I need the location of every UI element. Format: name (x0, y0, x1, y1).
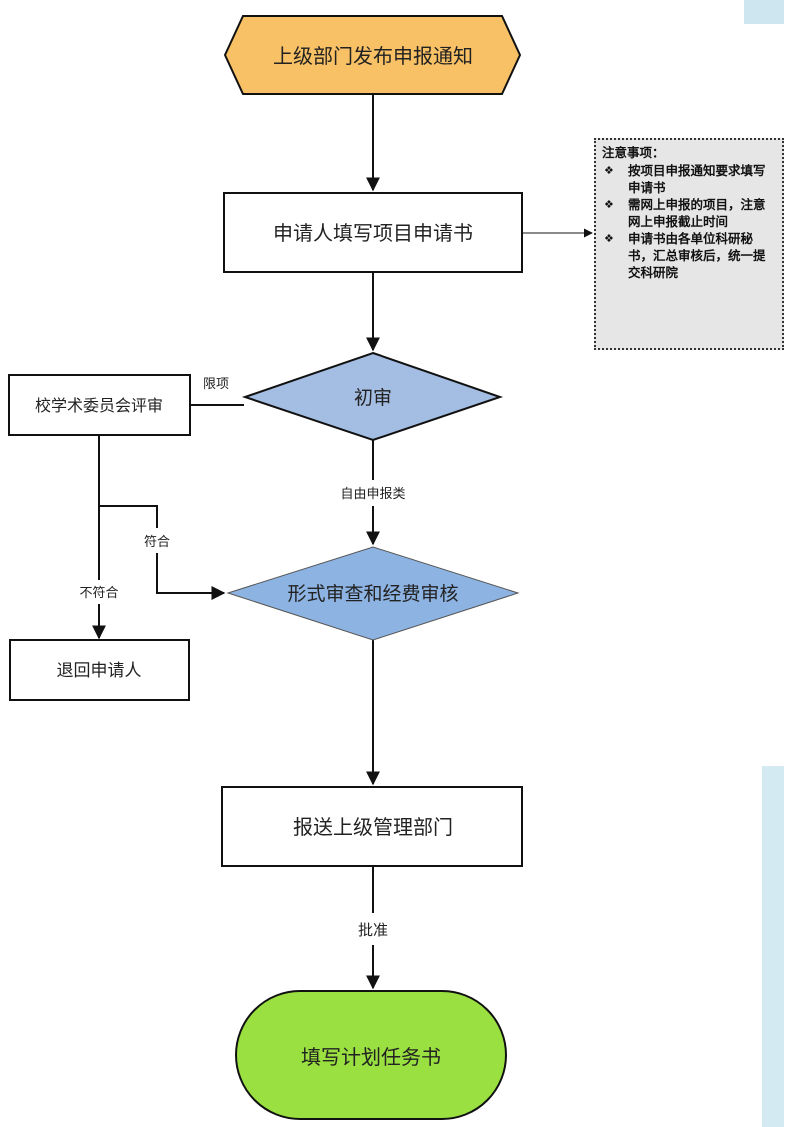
notes-item: ❖ 申请书由各单位科研秘书，汇总审核后，统一提交科研院 (602, 230, 776, 281)
node-end[interactable]: 填写计划任务书 (235, 990, 507, 1120)
notes-item: ❖ 需网上申报的项目，注意网上申报截止时间 (602, 196, 776, 230)
node-committee-review-label: 校学术委员会评审 (35, 396, 163, 415)
edge-compliant-a (99, 505, 158, 528)
node-return-applicant-label: 退回申请人 (57, 661, 142, 681)
edge-compliant-b (156, 553, 226, 600)
node-submit-superior-label: 报送上级管理部门 (293, 815, 453, 839)
node-start-label: 上级部门发布申报通知 (273, 44, 473, 68)
notes-item-text: 需网上申报的项目，注意网上申报截止时间 (628, 197, 766, 229)
node-end-shape (235, 990, 507, 1120)
node-fill-application-shape (223, 192, 523, 273)
decorative-bar-side (762, 766, 784, 1127)
notes-item-text: 按项目申报通知要求填写申请书 (628, 163, 766, 195)
edge-label-compliant: 符合 (144, 534, 170, 550)
node-return-applicant[interactable]: 退回申请人 (9, 639, 190, 701)
diamond-bullet-icon: ❖ (604, 232, 614, 245)
node-committee-review[interactable]: 校学术委员会评审 (8, 374, 191, 436)
node-preliminary-review[interactable]: 初审 (241, 351, 504, 442)
node-submit-superior-shape (221, 786, 523, 867)
node-committee-review-shape (8, 374, 191, 436)
node-end-label: 填写计划任务书 (301, 1045, 441, 1069)
diamond-bullet-icon: ❖ (604, 198, 614, 211)
node-start-shape (223, 15, 522, 95)
notes-item: ❖ 按项目申报通知要求填写申请书 (602, 162, 776, 196)
notes-box: 注意事项： ❖ 按项目申报通知要求填写申请书 ❖ 需网上申报的项目，注意网上申报… (594, 138, 784, 350)
notes-list: ❖ 按项目申报通知要求填写申请书 ❖ 需网上申报的项目，注意网上申报截止时间 ❖… (602, 162, 776, 281)
edge-label-free-apply: 自由申报类 (340, 487, 405, 502)
node-fill-application[interactable]: 申请人填写项目申请书 (223, 192, 523, 273)
node-return-applicant-shape (9, 639, 190, 701)
node-preliminary-review-shape (241, 351, 504, 442)
node-preliminary-review-label: 初审 (354, 387, 392, 409)
node-start[interactable]: 上级部门发布申报通知 (223, 15, 522, 95)
notes-item-text: 申请书由各单位科研秘书，汇总审核后，统一提交科研院 (628, 231, 766, 280)
diamond-bullet-icon: ❖ (604, 164, 614, 177)
edge-label-limited: 限项 (203, 377, 229, 392)
edge-label-non-compliant: 不符合 (79, 585, 118, 601)
node-submit-superior[interactable]: 报送上级管理部门 (221, 786, 523, 867)
node-formal-review[interactable]: 形式审查和经费审核 (226, 546, 520, 641)
node-formal-review-shape (226, 546, 520, 641)
edge-label-approved: 批准 (358, 921, 388, 939)
node-formal-review-label: 形式审查和经费审核 (287, 583, 458, 605)
decorative-bar-top (744, 0, 784, 24)
node-fill-application-label: 申请人填写项目申请书 (273, 221, 473, 245)
notes-title: 注意事项： (602, 145, 665, 160)
